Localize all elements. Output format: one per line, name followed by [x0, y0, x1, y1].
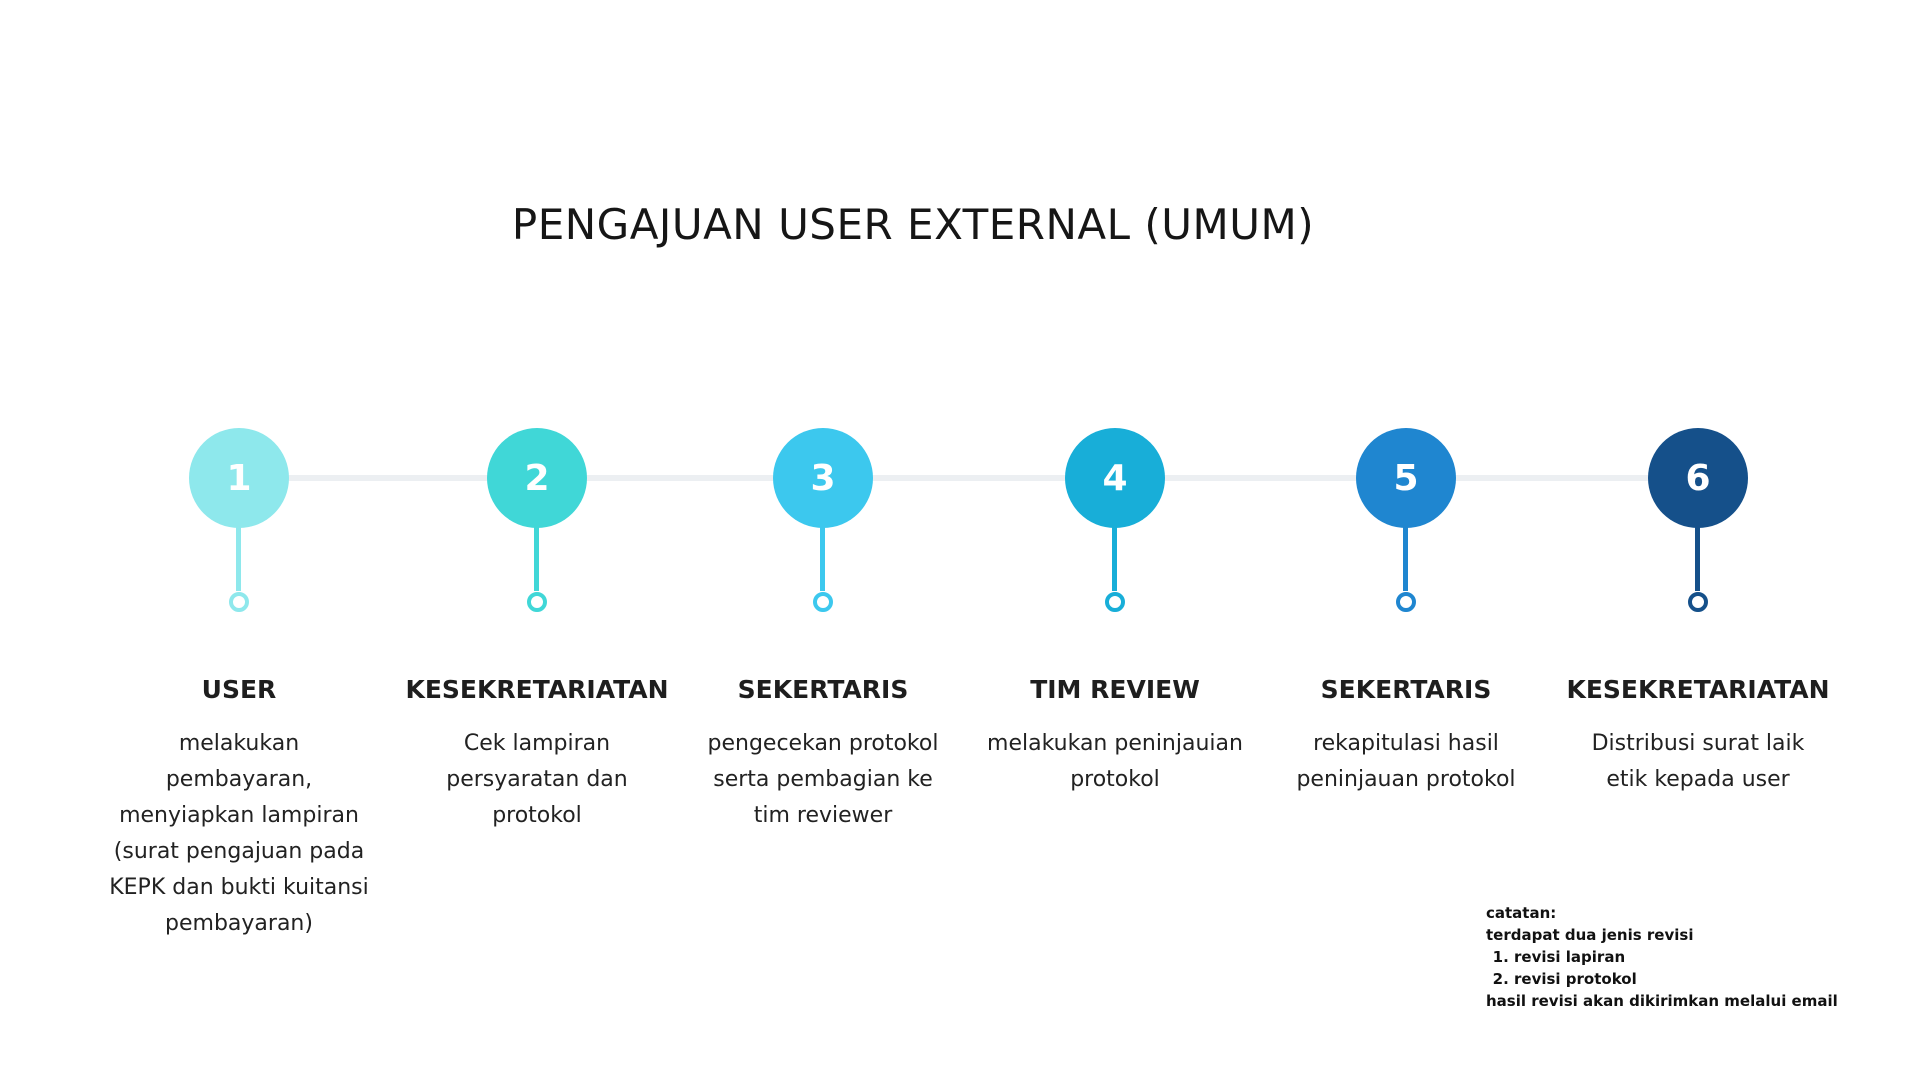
note-list-item: revisi lapiran: [1514, 946, 1838, 968]
step-description: pengecekan protokol serta pembagian ke t…: [707, 731, 939, 828]
timeline-track: [235, 475, 1695, 481]
note-footer: hasil revisi akan dikirimkan melalui ema…: [1486, 992, 1838, 1010]
step-1: 1 USER melakukan pembayaran, menyiapkan …: [99, 0, 379, 1080]
step-description: Distribusi surat laik etik kepada user: [1591, 731, 1805, 792]
step-marker-dot: [229, 592, 249, 612]
step-role: SEKERTARIS: [1320, 675, 1492, 704]
step-marker-dot: [1688, 592, 1708, 612]
step-connector: [820, 526, 825, 591]
step-marker-dot: [527, 592, 547, 612]
step-circle: 3: [773, 428, 873, 528]
page-title: PENGAJUAN USER EXTERNAL (UMUM): [511, 200, 1315, 249]
step-3: 3 SEKERTARIS pengecekan protokol serta p…: [683, 0, 963, 1080]
note-heading: catatan:: [1486, 904, 1557, 922]
step-circle: 2: [487, 428, 587, 528]
step-marker-dot: [1396, 592, 1416, 612]
step-connector: [1112, 526, 1117, 591]
step-marker-dot: [1105, 592, 1125, 612]
step-description: Cek lampiran persyaratan dan protokol: [446, 731, 628, 828]
step-role: KESEKRETARIATAN: [405, 675, 669, 704]
step-marker-dot: [813, 592, 833, 612]
note-list: revisi lapiran revisi protokol: [1486, 946, 1838, 990]
step-role: TIM REVIEW: [1030, 675, 1200, 704]
step-4: 4 TIM REVIEW melakukan peninjauian proto…: [975, 0, 1255, 1080]
step-role: SEKERTARIS: [737, 675, 909, 704]
step-description: melakukan pembayaran, menyiapkan lampira…: [109, 731, 369, 936]
step-description: rekapitulasi hasil peninjauan protokol: [1296, 731, 1516, 792]
note-intro: terdapat dua jenis revisi: [1486, 926, 1694, 944]
step-role: KESEKRETARIATAN: [1566, 675, 1830, 704]
step-description: melakukan peninjauian protokol: [987, 731, 1243, 792]
step-connector: [236, 526, 241, 591]
step-connector: [1695, 526, 1700, 591]
step-circle: 1: [189, 428, 289, 528]
step-role: USER: [201, 675, 277, 704]
note-list-item: revisi protokol: [1514, 968, 1838, 990]
step-5: 5 SEKERTARIS rekapitulasi hasil peninjau…: [1266, 0, 1546, 1080]
step-circle: 5: [1356, 428, 1456, 528]
step-connector: [1403, 526, 1408, 591]
step-circle: 4: [1065, 428, 1165, 528]
step-connector: [534, 526, 539, 591]
step-circle: 6: [1648, 428, 1748, 528]
note-box: catatan: terdapat dua jenis revisi revis…: [1486, 902, 1838, 1012]
step-6: 6 KESEKRETARIATAN Distribusi surat laik …: [1558, 0, 1838, 1080]
step-2: 2 KESEKRETARIATAN Cek lampiran persyarat…: [397, 0, 677, 1080]
